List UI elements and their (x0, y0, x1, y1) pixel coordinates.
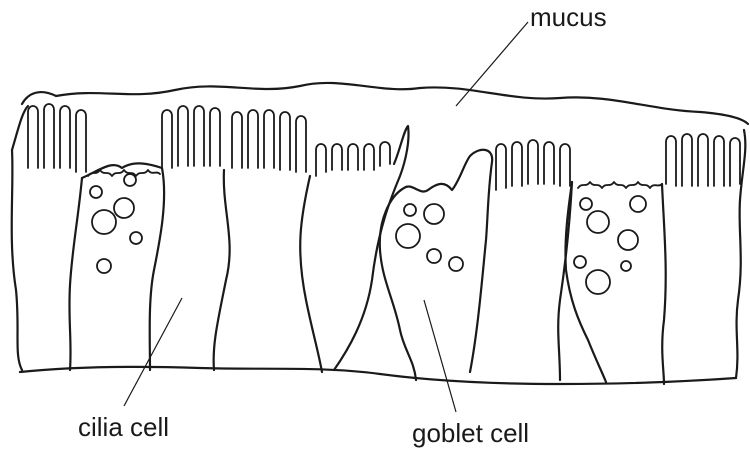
vesicle (427, 249, 441, 263)
vesicle (630, 196, 646, 212)
cilia-cell (214, 170, 230, 370)
cilia-tuft (162, 106, 220, 168)
cilia-cell (565, 182, 665, 384)
vesicle (424, 204, 444, 224)
basement-membrane (20, 367, 736, 384)
cilia-tuft (28, 104, 86, 172)
cell-surface (88, 170, 160, 176)
vesicle (124, 174, 136, 186)
vesicle (621, 261, 631, 271)
vesicle (90, 186, 102, 198)
vesicle (574, 256, 586, 268)
vesicle (404, 204, 416, 216)
cell-surface (578, 182, 662, 188)
vesicle-group (396, 204, 463, 271)
mucus-label: mucus (530, 2, 607, 32)
cilia-cell-label: cilia cell (78, 412, 169, 442)
vesicle (618, 230, 638, 250)
goblet-cell-label: goblet cell (412, 418, 529, 448)
vesicle (130, 232, 142, 244)
vesicle (92, 210, 116, 234)
cilia-cell-leader-line (124, 298, 182, 406)
goblet-cell-leader-line (424, 300, 456, 412)
cilia-cell (12, 106, 28, 370)
vesicle (587, 211, 609, 233)
cilia-cell (558, 182, 572, 380)
cilia-tuft (232, 110, 306, 172)
vesicle (580, 198, 592, 210)
vesicle (97, 259, 111, 273)
vesicle (114, 198, 134, 218)
cilia-cell (334, 126, 409, 370)
vesicle-group (574, 196, 646, 294)
vesicle-group (90, 174, 142, 273)
vesicle (396, 224, 420, 248)
cilia-tuft (666, 134, 740, 186)
cilia-cell (82, 163, 164, 370)
vesicle (449, 257, 463, 271)
mucus-layer (22, 83, 748, 124)
cilia-tuft (496, 140, 570, 190)
cilia-tuft (316, 142, 390, 176)
cell-boundary (69, 178, 82, 370)
vesicle (586, 270, 610, 294)
cell-boundary (300, 176, 322, 372)
